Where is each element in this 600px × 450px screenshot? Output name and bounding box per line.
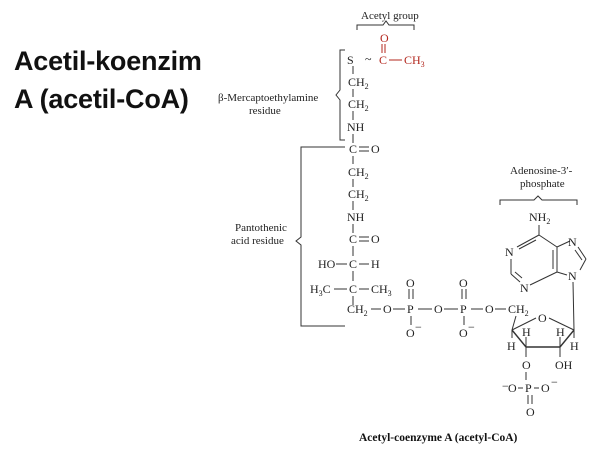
atom-ribose-h-1: H (570, 339, 579, 353)
atom-adenine-n3: N (520, 281, 529, 295)
atom-ch2-2: CH2 (348, 97, 369, 113)
charge-minus-2: − (468, 320, 475, 334)
atom-acetyl-carbon: C (379, 53, 387, 67)
atom-ribose-h-4: H (507, 339, 516, 353)
atom-ch2-4: CH2 (348, 187, 369, 203)
atom-acetyl-methyl: CH3 (404, 53, 425, 69)
atom-phosphoryl-oxygen-3: O (526, 405, 535, 419)
atom-phosphate-oxygen-minus-4: O (541, 381, 550, 395)
atom-amide-oxygen-2: O (371, 232, 380, 246)
atom-hydrogen-1: H (371, 257, 380, 271)
charge-minus-1: − (415, 320, 422, 334)
atom-amino-group: NH2 (529, 210, 550, 226)
atom-amide-carbon-1: C (349, 142, 357, 156)
high-energy-bond-tilde: ~ (365, 52, 372, 66)
slide-title-line-1: Acetil-koenzim (14, 46, 202, 76)
atom-ribose-3-oxygen: O (522, 358, 531, 372)
atom-ch2-1: CH2 (348, 75, 369, 91)
atom-pantoate-carbon-1: C (349, 257, 357, 271)
atom-amide-carbon-2: C (349, 232, 357, 246)
adenosine-label-line-1: Adenosine-3′- (510, 165, 573, 177)
atom-hydroxyl: HO (318, 257, 336, 271)
atom-ch2-ribose: CH2 (508, 302, 529, 318)
atom-amide-oxygen-1: O (371, 142, 380, 156)
atom-adenine-n9: N (568, 269, 577, 283)
adenosine-brace (499, 195, 578, 205)
atom-phosphorus-1: P (407, 302, 414, 316)
pantothenic-brace (295, 146, 345, 327)
atom-phosphoryl-oxygen-2: O (459, 276, 468, 290)
atom-ring-oxygen: O (538, 311, 547, 325)
atom-ribose-h-2: H (556, 325, 565, 339)
charge-minus-3: − (502, 379, 509, 393)
atom-methyl-right: CH3 (371, 282, 392, 298)
atom-bridge-oxygen-1: O (383, 302, 392, 316)
atom-amide-nh-1: NH (347, 120, 365, 134)
diagram-caption: Acetyl-coenzyme A (acetyl-CoA) (359, 432, 518, 444)
atom-phosphate-oxygen-minus-3: O (508, 381, 517, 395)
pantothenic-label-line-1: Pantothenic (235, 222, 287, 234)
atom-acetyl-oxygen: O (380, 31, 389, 45)
atom-phosphate-oxygen-minus-2: O (459, 326, 468, 340)
atom-methyl-left: H3C (310, 282, 331, 298)
acetyl-group-brace (356, 20, 415, 30)
atom-amide-nh-2: NH (347, 210, 365, 224)
slide-title-line-2: A (acetil-CoA) (14, 84, 189, 114)
atom-adenine-n7: N (568, 235, 577, 249)
atom-sulfur: S (347, 53, 354, 67)
atom-ribose-hydroxyl: OH (555, 358, 573, 372)
atom-phosphorus-2: P (460, 302, 467, 316)
acetyl-group-label: Acetyl group (361, 10, 419, 22)
atom-bridge-oxygen-2: O (434, 302, 443, 316)
atom-ch2-5: CH2 (347, 302, 368, 318)
atom-phosphate-oxygen-minus-1: O (406, 326, 415, 340)
charge-minus-4: − (551, 375, 558, 389)
atom-adenine-n1: N (505, 245, 514, 259)
adenosine-label-line-2: phosphate (520, 178, 565, 190)
atom-phosphorus-3: P (525, 381, 532, 395)
atom-phosphoryl-oxygen-1: O (406, 276, 415, 290)
mercaptoethylamine-label-line-1: β-Mercaptoethylamine (218, 92, 318, 104)
mercaptoethylamine-label-line-2: residue (249, 105, 281, 117)
pantothenic-label-line-2: acid residue (231, 235, 284, 247)
atom-pantoate-carbon-2: C (349, 282, 357, 296)
atom-ch2-3: CH2 (348, 165, 369, 181)
mercaptoethylamine-brace (335, 49, 345, 141)
atom-bridge-oxygen-3: O (485, 302, 494, 316)
atom-ribose-h-3: H (522, 325, 531, 339)
